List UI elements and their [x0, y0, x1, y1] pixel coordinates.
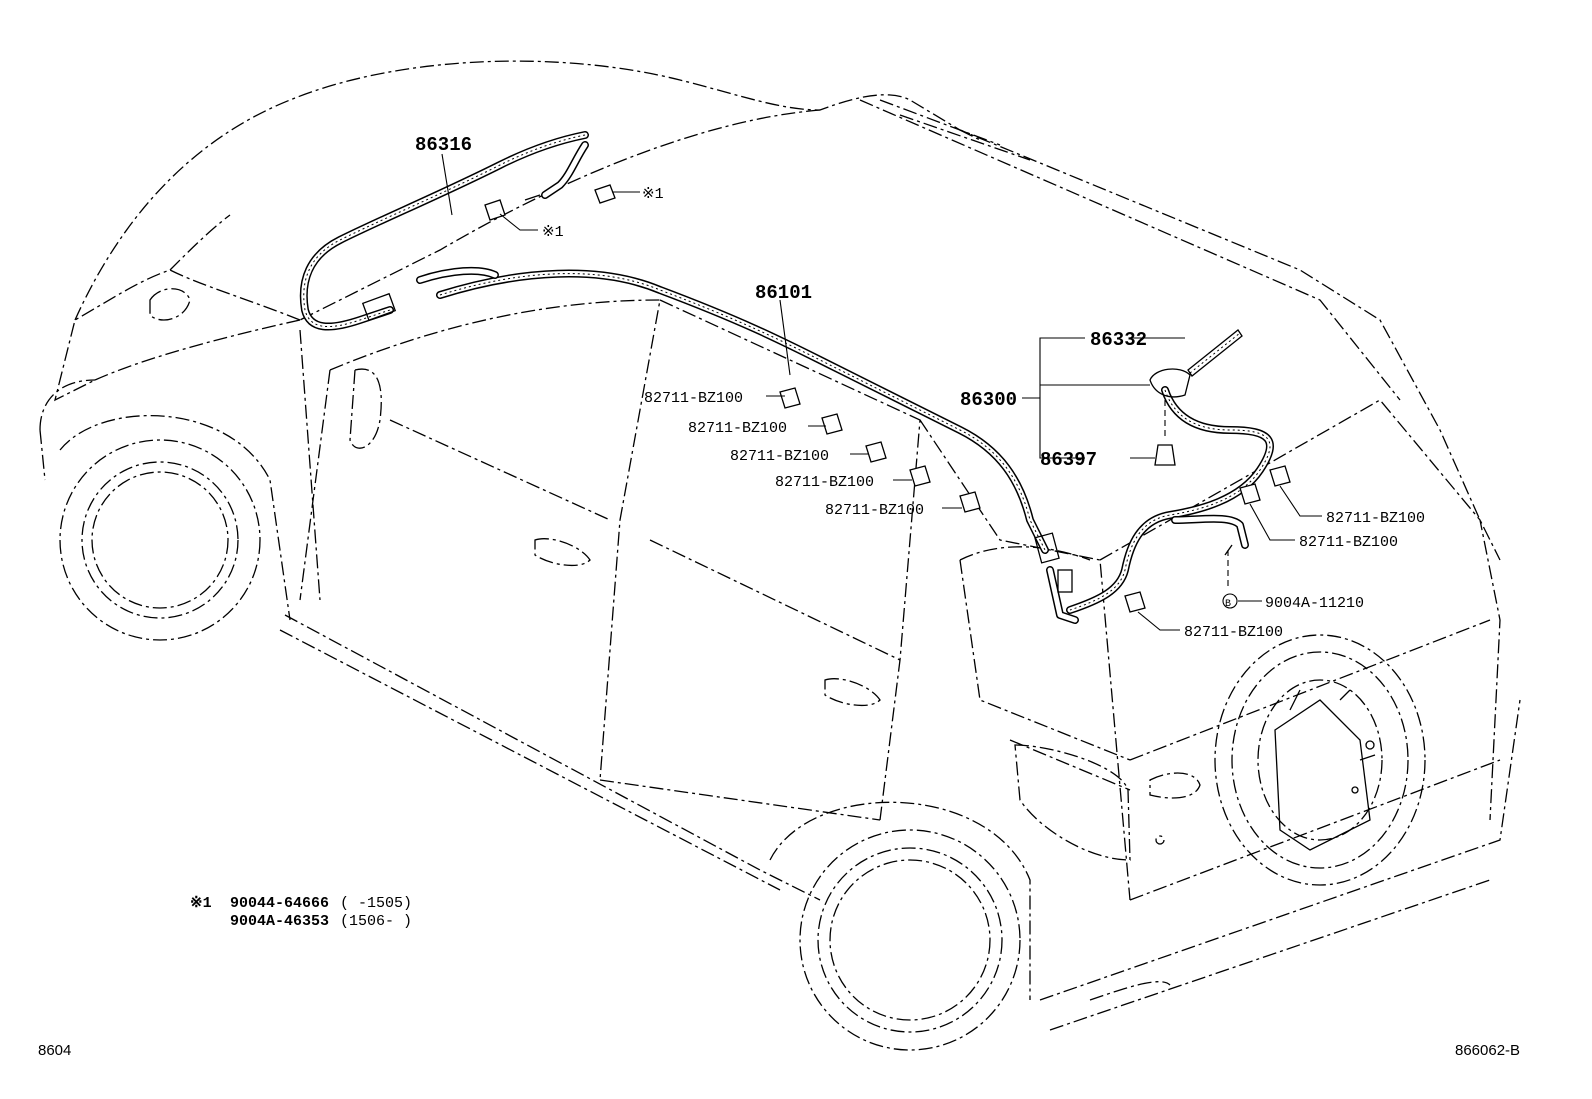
clip-1 [594, 184, 616, 204]
note-line2-range: (1506- ) [340, 913, 412, 930]
note-line1-range: ( -1505) [340, 895, 412, 912]
label-clip-g: 82711-BZ100 [1299, 534, 1398, 551]
label-86101: 86101 [755, 282, 812, 304]
label-mark-b: B [1225, 599, 1231, 610]
label-clip-c: 82711-BZ100 [730, 448, 829, 465]
clip-7 [959, 491, 981, 513]
footer-left-code: 8604 [38, 1042, 71, 1059]
footnote: ※1 90044-64666 ( -1505) 9004A-46353 (150… [190, 895, 412, 930]
label-clip-a: 82711-BZ100 [644, 390, 743, 407]
clip-10 [1124, 591, 1146, 613]
clip-symbols [484, 184, 1291, 613]
label-86332: 86332 [1090, 329, 1147, 351]
antenna-cables [299, 131, 1274, 624]
clip-3 [779, 387, 801, 409]
label-clip-b: 82711-BZ100 [688, 420, 787, 437]
label-86300: 86300 [960, 389, 1017, 411]
clip-8 [1269, 465, 1291, 487]
clip-6 [909, 465, 931, 487]
label-ref-mark-2: ※1 [542, 224, 564, 241]
note-line2-part: 9004A-46353 [230, 913, 329, 930]
label-ref-mark-1: ※1 [642, 186, 664, 203]
label-clip-d: 82711-BZ100 [775, 474, 874, 491]
label-clip-f: 82711-BZ100 [1326, 510, 1425, 527]
label-clip-h: 82711-BZ100 [1184, 624, 1283, 641]
note-line1-part: 90044-64666 [230, 895, 329, 912]
label-clip-e: 82711-BZ100 [825, 502, 924, 519]
clip-5 [865, 441, 887, 463]
part-labels: 86316 ※1 ※1 86101 86332 86300 86397 8271… [415, 134, 1425, 641]
leader-lines [441, 153, 1322, 631]
clip-4 [821, 413, 843, 435]
clip-9 [1239, 483, 1261, 505]
note-mark: ※1 [190, 895, 212, 912]
label-bolt: 9004A-11210 [1265, 595, 1364, 612]
footer-right-code: 866062-B [1455, 1042, 1520, 1059]
label-86397: 86397 [1040, 449, 1097, 471]
clip-2 [484, 199, 506, 221]
label-86316: 86316 [415, 134, 472, 156]
vehicle-outline [39, 60, 1521, 1051]
